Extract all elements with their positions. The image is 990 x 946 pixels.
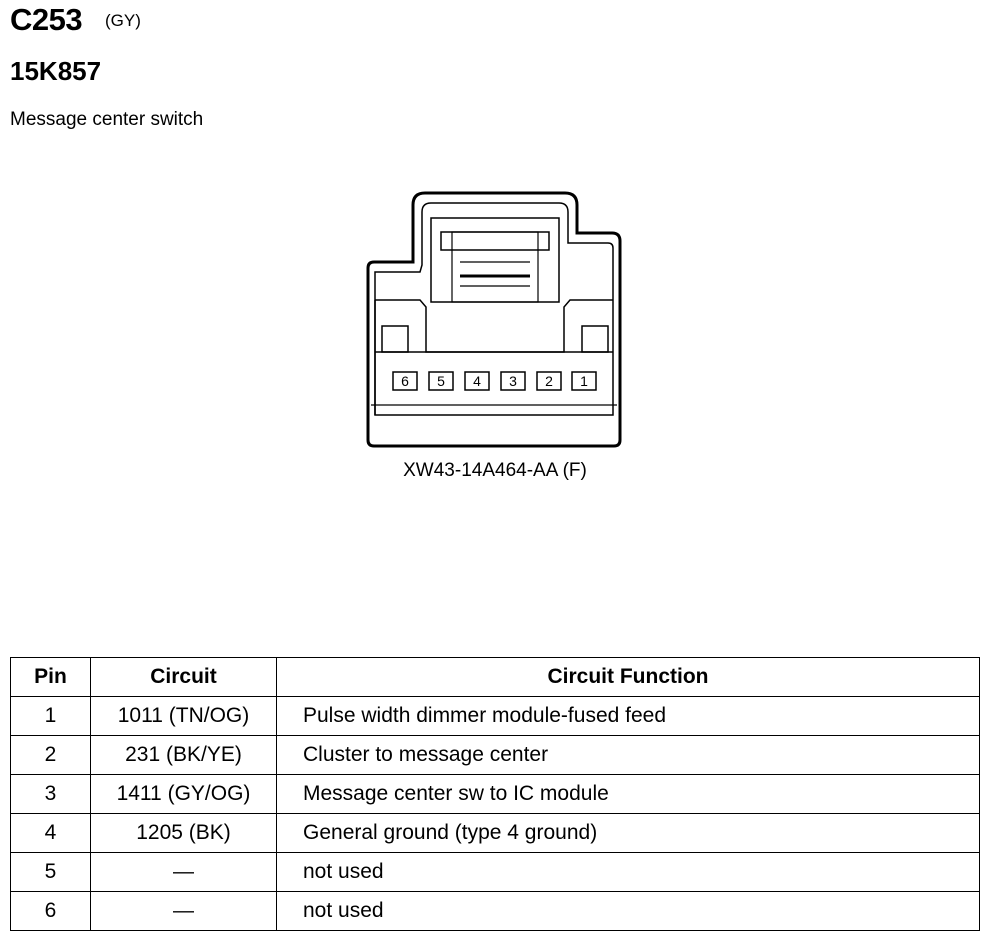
connector-id: C253: [10, 2, 83, 37]
color-code: (GY): [105, 11, 141, 30]
pin-label-3: 3: [509, 373, 517, 389]
cell-circuit: 1205 (BK): [90, 813, 277, 853]
cell-function: Cluster to message center: [276, 735, 980, 775]
table-row: 5 — not used: [10, 852, 980, 892]
header-pin: Pin: [10, 657, 91, 697]
connector-face-diagram: 6 5 4 3 2 1: [366, 191, 622, 448]
cell-circuit: —: [90, 852, 277, 892]
connector-description: Message center switch: [10, 109, 204, 130]
pin-cavity-4: [464, 371, 490, 391]
cell-function: Message center sw to IC module: [276, 774, 980, 814]
cell-pin: 4: [10, 813, 91, 853]
cell-pin: 6: [10, 891, 91, 931]
cell-circuit: 231 (BK/YE): [90, 735, 277, 775]
cell-function: not used: [276, 891, 980, 931]
cell-function: General ground (type 4 ground): [276, 813, 980, 853]
connector-housing: [366, 191, 622, 448]
table-row: 1 1011 (TN/OG) Pulse width dimmer module…: [10, 696, 980, 736]
pin-label-5: 5: [437, 373, 445, 389]
table-row: 2 231 (BK/YE) Cluster to message center: [10, 735, 980, 775]
cell-function: Pulse width dimmer module-fused feed: [276, 696, 980, 736]
cell-pin: 1: [10, 696, 91, 736]
cell-pin: 3: [10, 774, 91, 814]
part-number: 15K857: [10, 56, 102, 86]
cell-circuit: 1411 (GY/OG): [90, 774, 277, 814]
cell-circuit: —: [90, 891, 277, 931]
header-function: Circuit Function: [276, 657, 980, 697]
pin-cavity-6: [392, 371, 418, 391]
pin-cavities: 6 5 4 3 2 1: [392, 371, 597, 391]
pin-cavity-3: [500, 371, 526, 391]
cell-function: not used: [276, 852, 980, 892]
pin-label-2: 2: [545, 373, 553, 389]
pin-label-6: 6: [401, 373, 409, 389]
table-row: 4 1205 (BK) General ground (type 4 groun…: [10, 813, 980, 853]
connector-part-label: XW43-14A464-AA (F): [403, 460, 587, 481]
pin-cavity-2: [536, 371, 562, 391]
pin-cavity-1: [571, 371, 597, 391]
header-circuit: Circuit: [90, 657, 277, 697]
table-row: 6 — not used: [10, 891, 980, 931]
cell-pin: 5: [10, 852, 91, 892]
pin-label-4: 4: [473, 373, 481, 389]
pin-label-1: 1: [580, 373, 588, 389]
pin-cavity-5: [428, 371, 454, 391]
cell-circuit: 1011 (TN/OG): [90, 696, 277, 736]
cell-pin: 2: [10, 735, 91, 775]
table-header-row: Pin Circuit Circuit Function: [10, 657, 980, 697]
pinout-table: Pin Circuit Circuit Function 1 1011 (TN/…: [10, 657, 980, 931]
table-row: 3 1411 (GY/OG) Message center sw to IC m…: [10, 774, 980, 814]
